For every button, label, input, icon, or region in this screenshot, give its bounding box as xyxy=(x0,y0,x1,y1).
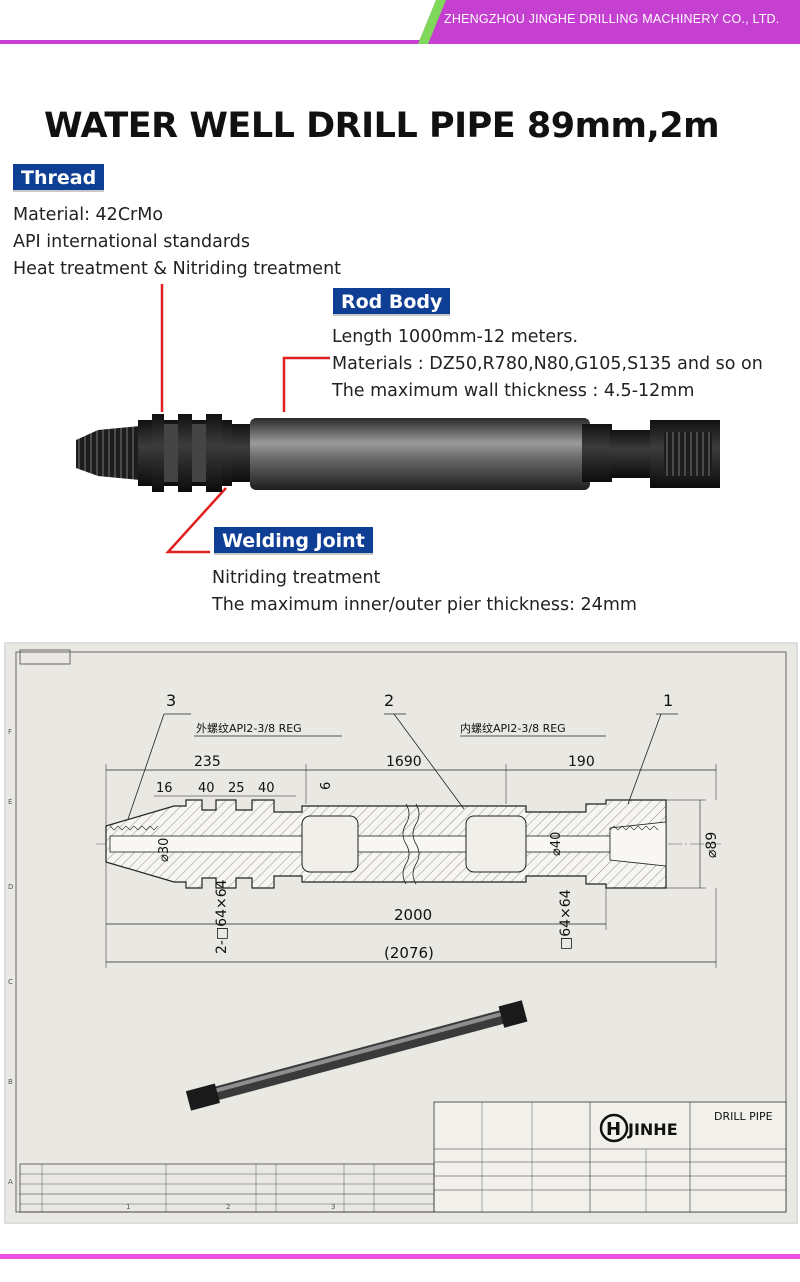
dim-40b: 40 xyxy=(258,781,275,796)
welding-joint-tag: Welding Joint xyxy=(214,527,373,555)
dim-phi89: ⌀89 xyxy=(704,832,720,858)
thread-spec-line: API international standards xyxy=(13,232,250,252)
pin-thread-label: 外螺纹API2-3/8 REG xyxy=(196,721,302,735)
dim-16: 16 xyxy=(156,781,173,796)
dim-2076: (2076) xyxy=(384,944,434,962)
header-rule xyxy=(0,40,800,44)
page-title: WATER WELL DRILL PIPE 89mm,2m xyxy=(44,106,720,146)
dim-25: 25 xyxy=(228,781,245,796)
dim-6: 6 xyxy=(319,782,334,790)
dim-235: 235 xyxy=(194,754,221,770)
rod-body-spec-line: The maximum wall thickness : 4.5-12mm xyxy=(332,381,695,401)
dim-square-right: □64×64 xyxy=(558,889,574,950)
thread-specs: Material: 42CrMo API international stand… xyxy=(13,202,341,283)
dim-phi40: ⌀40 xyxy=(549,832,564,856)
engineering-drawing: 1 2 3 4 5 6 F E D C B A 3 xyxy=(4,642,798,1224)
zone-row-letter: A xyxy=(8,1178,13,1186)
zone-row-letter: B xyxy=(8,1078,13,1086)
logo-text: JINHE xyxy=(627,1120,678,1139)
part-title: DRILL PIPE xyxy=(714,1110,773,1123)
zone-row-letter: F xyxy=(8,728,12,736)
zone-row-letter: C xyxy=(8,978,13,986)
rod-body-specs: Length 1000mm-12 meters. Materials : DZ5… xyxy=(332,324,763,405)
welding-joint-spec-line: The maximum inner/outer pier thickness: … xyxy=(212,595,637,615)
svg-text:H: H xyxy=(606,1119,621,1140)
welding-joint-spec-line: Nitriding treatment xyxy=(212,568,381,588)
rod-body-tag: Rod Body xyxy=(333,288,451,316)
thread-spec-line: Material: 42CrMo xyxy=(13,205,164,225)
pipe-3d-view xyxy=(185,1000,528,1111)
box-thread-label: 内螺纹API2-3/8 REG xyxy=(460,721,566,735)
callout-3: 3 xyxy=(166,691,176,710)
zone-row-letter: D xyxy=(8,883,13,891)
company-name: ZHENGZHOU JINGHE DRILLING MACHINERY CO.,… xyxy=(444,12,780,26)
dim-1690: 1690 xyxy=(386,754,422,770)
callout-1: 1 xyxy=(663,691,673,710)
rod-body-spec-line: Materials : DZ50,R780,N80,G105,S135 and … xyxy=(332,354,763,374)
dim-190: 190 xyxy=(568,754,595,770)
thread-tag: Thread xyxy=(13,164,105,192)
thread-spec-line: Heat treatment & Nitriding treatment xyxy=(13,259,342,279)
dim-2000: 2000 xyxy=(394,906,432,924)
zone-number: 3 xyxy=(331,1203,335,1211)
zone-number: 2 xyxy=(226,1203,230,1211)
company-banner: ZHENGZHOU JINGHE DRILLING MACHINERY CO.,… xyxy=(418,0,800,44)
rod-body-spec-line: Length 1000mm-12 meters. xyxy=(332,327,579,347)
jinhe-logo: H JINHE xyxy=(599,1113,678,1143)
footer-rule xyxy=(0,1254,800,1259)
drill-pipe-photo xyxy=(76,284,720,554)
dim-40a: 40 xyxy=(198,781,215,796)
dim-phi30: ⌀30 xyxy=(157,838,172,862)
callout-2: 2 xyxy=(384,691,394,710)
zone-number: 1 xyxy=(126,1203,130,1211)
zone-row-letter: E xyxy=(8,798,12,806)
dim-square-left: 2-□64×64 xyxy=(214,879,230,954)
welding-joint-specs: Nitriding treatment The maximum inner/ou… xyxy=(212,565,637,619)
